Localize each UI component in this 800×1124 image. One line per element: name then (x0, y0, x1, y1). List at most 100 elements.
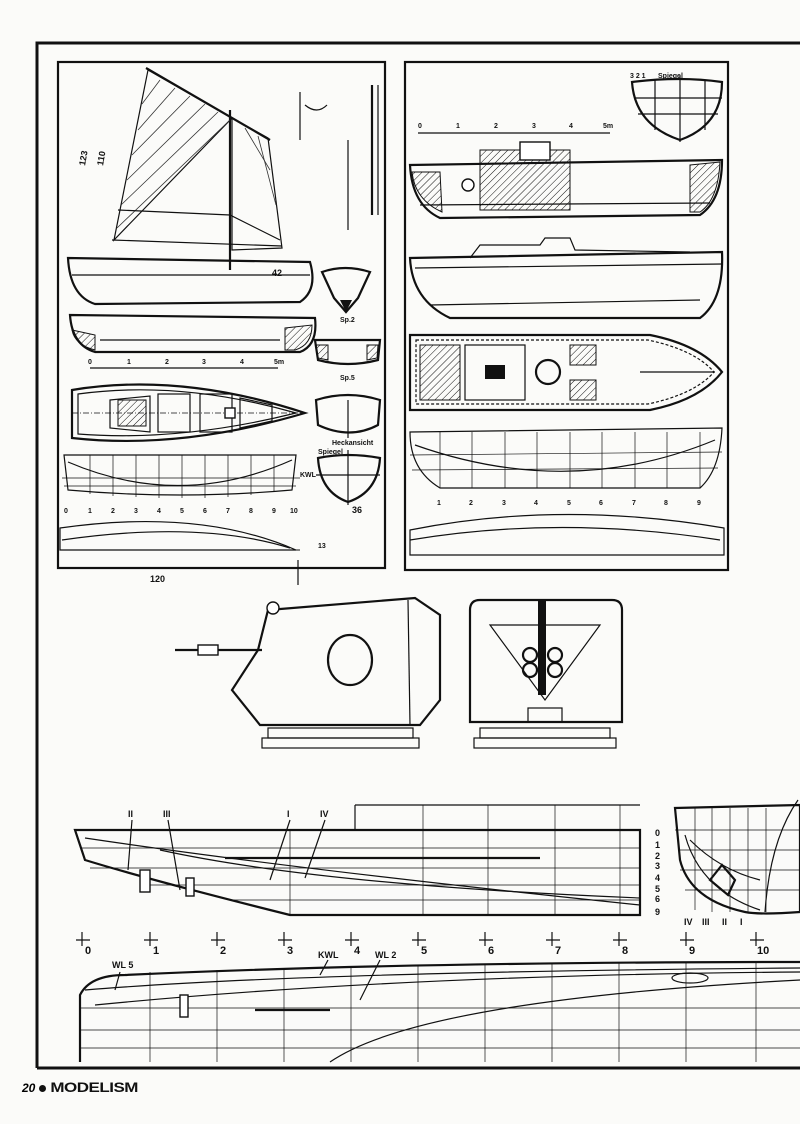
drawing-label: 2 (220, 945, 226, 957)
gun-turret-front-view (468, 598, 624, 749)
drawing-label: 0 (64, 508, 68, 515)
drawing-label: 9 (272, 508, 276, 515)
drawing-line (329, 979, 800, 1063)
drawing-line (429, 299, 701, 306)
drawing-label: 4 (569, 123, 573, 130)
drawing-label: III (163, 809, 171, 819)
launch-transom-section: Spiegel 3 2 1 (630, 73, 724, 142)
station-markers: 0 1 2 3 4 5 6 7 8 9 10 (76, 932, 769, 957)
drawing-line (408, 158, 724, 220)
drawing-line (419, 344, 461, 401)
drawing-line (117, 399, 147, 427)
drawing-label: 0 (418, 123, 422, 130)
drawing-line (267, 727, 414, 739)
drawing-line (479, 727, 611, 739)
drawing-label: I (287, 809, 290, 819)
drawing-line (211, 932, 225, 946)
drawing-line (67, 459, 293, 487)
drawing-line (546, 646, 564, 664)
launch-scale: 0 1 2 3 4 5m (418, 123, 613, 134)
drawing-line (320, 266, 372, 314)
drawing-label: 1 (437, 500, 441, 507)
drawing-line (414, 263, 723, 269)
drawing-line (257, 135, 277, 206)
dimension-label: 13 (318, 543, 326, 550)
drawing-line (131, 95, 191, 156)
drawing-line (145, 67, 271, 141)
drawing-label: 5 (180, 508, 184, 515)
drawing-line (61, 531, 291, 549)
drawing-line (680, 932, 694, 946)
drawing-line (412, 932, 426, 946)
drawing-line (366, 344, 379, 361)
drawing-line (137, 87, 176, 131)
drawing-label: 4 (655, 873, 660, 883)
dimension-label: 42 (272, 268, 282, 278)
dinghy-profile (66, 256, 314, 306)
drawing-line (144, 932, 158, 946)
drawing-label: IV (684, 917, 693, 927)
drawing-line (764, 799, 799, 913)
drawing-line (340, 300, 352, 312)
drawing-label: 2 (494, 123, 498, 130)
drawing-line (345, 932, 359, 946)
dimension-label: 123 (77, 150, 89, 167)
drawing-line (224, 407, 236, 419)
drawing-label: 3 (134, 508, 138, 515)
spar-details (299, 85, 379, 230)
page-footer: 20 MODELISM (22, 1078, 138, 1098)
launch-lines-plan: 1 2 3 4 5 6 7 8 9 (409, 427, 725, 556)
drawing-label: 2 (469, 500, 473, 507)
drawing-line (469, 237, 691, 259)
drawing-line (76, 932, 764, 946)
drawing-line (675, 808, 800, 912)
drawing-line (546, 932, 560, 946)
drawing-line (284, 324, 313, 351)
drawing-line (569, 379, 597, 401)
drawing-line (314, 393, 382, 434)
dinghy-section (68, 313, 317, 354)
hull-body-plan: 0 1 2 3 4 5 6 9 IV III II I (655, 799, 800, 927)
drawing-line (167, 819, 181, 891)
drawing-line (750, 932, 764, 946)
drawing-label: 3 (287, 945, 293, 957)
drawing-line (403, 60, 730, 572)
drawing-line (63, 454, 297, 496)
drawing-label: 1 (88, 508, 92, 515)
dinghy-sections: Sp.2 Sp.5 Heckansicht Spiegel KWL 36 (300, 266, 382, 515)
drawing-label: 10 (757, 945, 769, 957)
drawing-label: 4 (157, 508, 161, 515)
drawing-line (84, 837, 641, 906)
drawing-line (78, 960, 800, 1062)
drawing-line (630, 77, 724, 142)
drawing-line (159, 849, 641, 899)
drawing-line (407, 599, 411, 726)
drawing-label: 3 (655, 861, 660, 871)
drawing-label: WL 2 (375, 950, 396, 960)
dimension-label: 36 (352, 505, 362, 515)
magazine-logo: MODELISM (50, 1080, 138, 1096)
drawing-label: 6 (655, 894, 660, 904)
drawing-line (76, 932, 90, 946)
drawing-label: 5 (655, 884, 660, 894)
drawing-line (613, 932, 627, 946)
drawing-line (157, 393, 191, 433)
drawing-label: 5 (421, 945, 427, 957)
drawing-line (59, 520, 297, 551)
drawing-line (461, 178, 475, 192)
drawing-label: 4 (534, 500, 538, 507)
drawing-label: I (740, 917, 743, 927)
dimension-label: 120 (150, 574, 165, 584)
drawing-label: 1 (456, 123, 460, 130)
drawing-line (519, 141, 551, 161)
drawing-line (269, 819, 291, 881)
section-label: Sp.2 (340, 317, 355, 324)
drawing-label: II (722, 917, 727, 927)
drawing-label: 3 2 1 (630, 73, 646, 80)
drawing-line (521, 661, 539, 679)
drawing-label: 7 (226, 508, 230, 515)
drawing-label: 1 (153, 945, 159, 957)
drawing-line (120, 111, 219, 206)
drawing-line (62, 455, 300, 498)
drawing-label: 7 (555, 945, 561, 957)
